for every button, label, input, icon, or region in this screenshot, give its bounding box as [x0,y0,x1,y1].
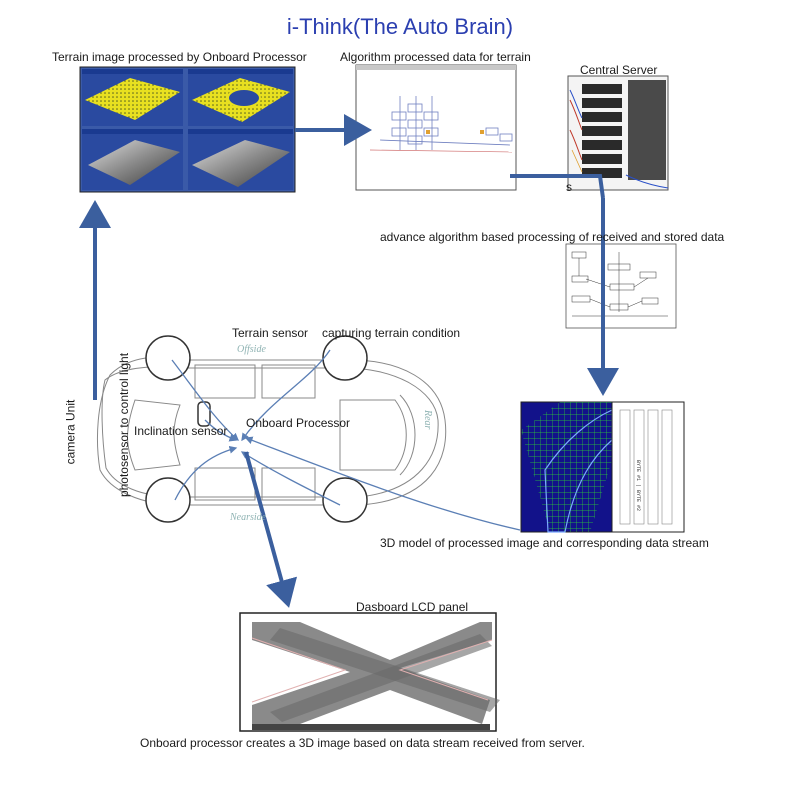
terrain-sensor-label: Terrain sensor [232,326,309,340]
central-server-image [567,75,669,191]
capturing-label: capturing terrain condition [322,326,461,340]
page-title: i-Think(The Auto Brain) [286,14,514,39]
nearside-marking: Nearside [229,512,267,523]
3d-model-panel: BYTE #1 | BYTE #2 [520,401,685,533]
central-server-label: Central Server [580,63,658,77]
onboard-creates-label: Onboard processor creates a 3D image bas… [140,736,585,750]
terrain-image-panel [79,66,296,193]
onboard-processor-label: Onboard Processor [246,416,351,430]
car-wheels [145,335,368,523]
data-flow-arrows [79,114,619,608]
dashboard-lcd-label: Dasboard LCD panel [356,600,469,614]
offside-marking: Offside [237,344,266,355]
terrain-image-label: Terrain image processed by Onboard Proce… [52,50,307,64]
advance-algorithm-label: advance algorithm based processing of re… [380,230,725,244]
car-markings: Offside Nearside Rear [229,344,433,523]
algorithm-data-label: Algorithm processed data for terrain [340,50,531,64]
advance-algorithm-flowchart [565,243,677,329]
3d-model-label: 3D model of processed image and correspo… [380,536,709,550]
rear-marking: Rear [422,409,433,430]
algorithm-data-panel [355,64,517,191]
server-tag-label: s [566,180,572,194]
photosensor-label: photosensor to control light [117,352,132,498]
camera-unit-label: camera Unit [63,399,78,465]
sensor-curves [171,349,521,531]
dashboard-lcd-panel [239,612,500,732]
inclination-sensor-label: Inclination sensor [134,424,228,438]
svg-text:BYTE #1 | BYTE #2: BYTE #1 | BYTE #2 [635,460,641,511]
